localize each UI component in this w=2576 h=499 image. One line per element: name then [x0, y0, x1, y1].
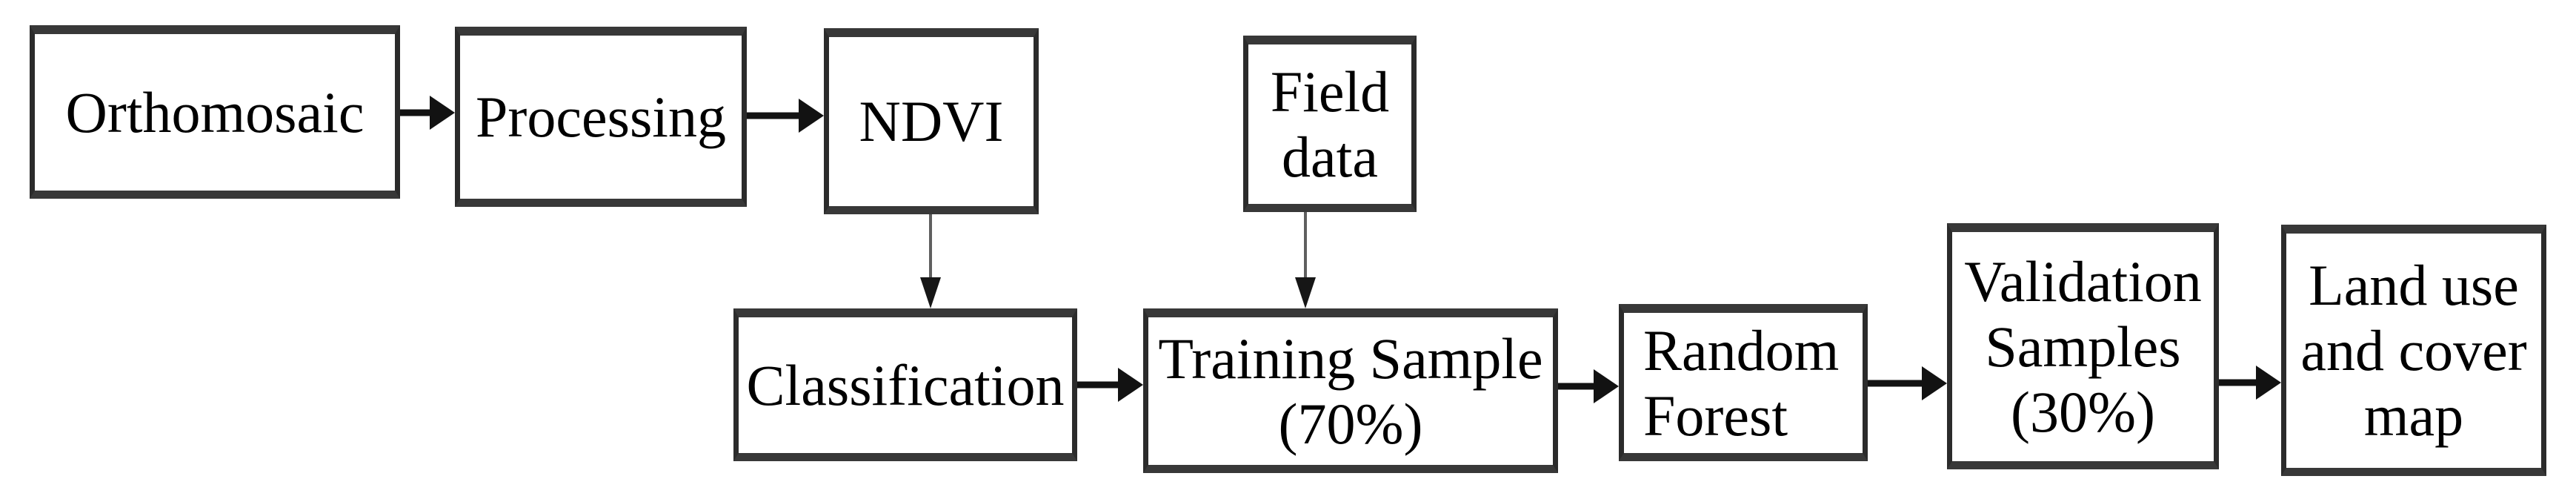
- node-classification-label: Classification: [746, 352, 1065, 417]
- arrow-classification-to-training-sample: [1077, 366, 1143, 403]
- node-random-forest-label: Random Forest: [1643, 317, 1840, 448]
- node-validation-samples: Validation Samples (30%): [1947, 223, 2219, 469]
- arrow-validation-samples-to-land-use-cover-map: [2219, 364, 2281, 401]
- node-land-use-cover-map: Land use and cover map: [2281, 225, 2546, 476]
- node-processing-label: Processing: [476, 85, 726, 149]
- arrow-head-icon: [1295, 277, 1316, 308]
- arrow-head-icon: [1594, 369, 1619, 403]
- arrow-stem: [400, 109, 431, 116]
- node-ndvi: NDVI: [824, 28, 1039, 214]
- arrow-field-data-to-training-sample: [1293, 212, 1318, 308]
- arrow-orthomosaic-to-processing: [400, 94, 455, 131]
- arrow-ndvi-to-classification: [918, 214, 943, 308]
- arrow-stem: [1558, 383, 1595, 390]
- node-classification: Classification: [733, 308, 1077, 461]
- arrow-stem: [1304, 212, 1307, 277]
- arrow-head-icon: [1922, 366, 1947, 400]
- node-training-sample-label: Training Sample (70%): [1158, 325, 1543, 456]
- node-land-use-cover-map-label: Land use and cover map: [2300, 253, 2527, 448]
- arrow-stem: [2219, 379, 2257, 386]
- node-field-data: Field data: [1243, 36, 1417, 212]
- arrow-random-forest-to-validation-samples: [1868, 365, 1947, 402]
- node-processing: Processing: [455, 27, 747, 207]
- arrow-head-icon: [2256, 366, 2281, 400]
- arrow-head-icon: [430, 96, 455, 130]
- node-orthomosaic: Orthomosaic: [30, 25, 400, 199]
- arrow-head-icon: [799, 99, 824, 133]
- node-field-data-label: Field data: [1270, 59, 1390, 189]
- arrow-training-sample-to-random-forest: [1558, 368, 1619, 405]
- node-ndvi-label: NDVI: [859, 89, 1004, 153]
- arrow-stem: [747, 112, 800, 119]
- arrow-head-icon: [920, 277, 941, 308]
- arrow-stem: [929, 214, 932, 277]
- arrow-stem: [1868, 380, 1923, 387]
- node-random-forest: Random Forest: [1619, 304, 1868, 461]
- node-training-sample: Training Sample (70%): [1143, 308, 1558, 473]
- arrow-stem: [1077, 381, 1119, 389]
- arrow-head-icon: [1118, 368, 1143, 402]
- arrow-processing-to-ndvi: [747, 97, 824, 134]
- node-orthomosaic-label: Orthomosaic: [65, 79, 365, 145]
- node-validation-samples-label: Validation Samples (30%): [1964, 248, 2202, 444]
